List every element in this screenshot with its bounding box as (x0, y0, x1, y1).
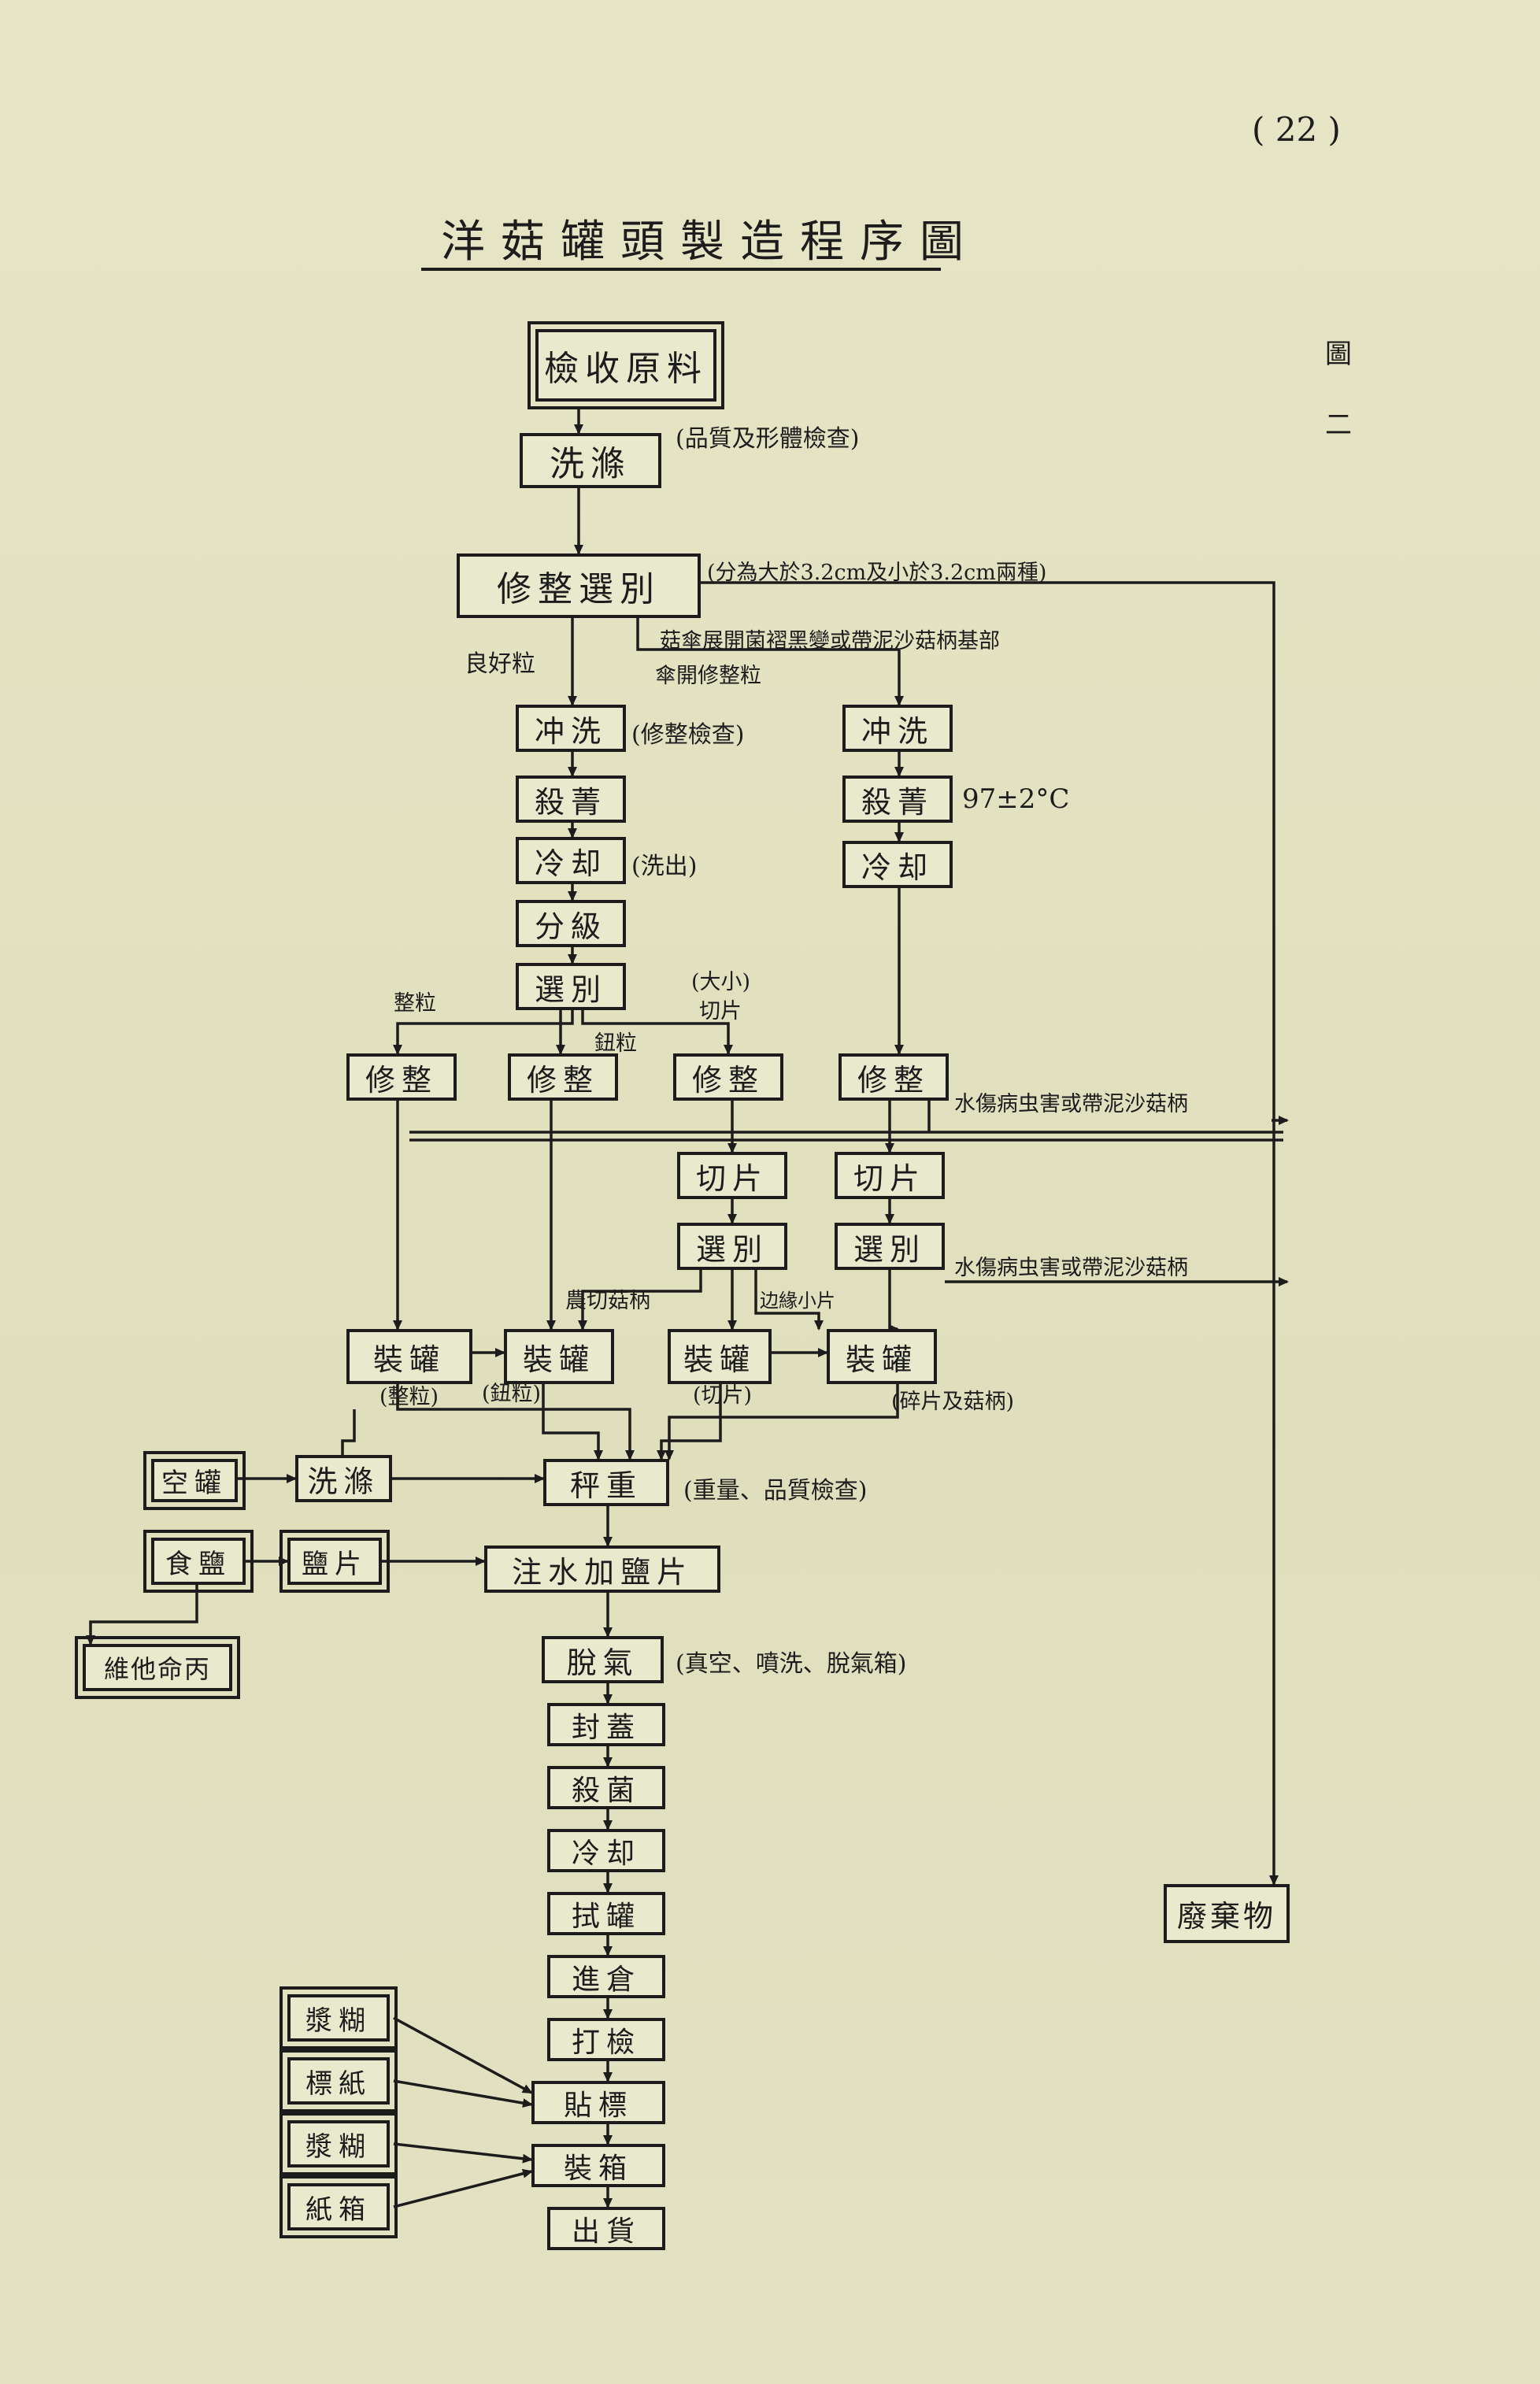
note-defect-side-1: 水傷病虫害或帶泥沙菇柄 (954, 1092, 1188, 1116)
box-paste-2: 漿糊 (279, 2112, 398, 2175)
box-label-paper: 標紙 (279, 2049, 398, 2112)
page-title: 洋菇罐頭製造程序圖 (441, 217, 979, 268)
note-fill-pieces: (碎片及菇柄) (891, 1390, 1015, 1414)
note-size: (大小) (691, 970, 751, 994)
note-blanch-temp: 97±2°C (962, 783, 1070, 815)
note-sliced: 切片 (699, 999, 742, 1024)
box-cool-other: 冷却 (842, 841, 953, 888)
box-rinse-other: 冲洗 (842, 705, 953, 752)
box-fill-button: 裝罐 (504, 1329, 614, 1384)
box-select-good: 選別 (516, 963, 626, 1010)
figure-label: 圖 二 (1325, 319, 1352, 461)
box-ship: 出貨 (547, 2207, 665, 2250)
note-size-split: (分為大於3.2cm及小於3.2cm兩種) (707, 561, 1047, 585)
box-seal: 封蓋 (547, 1703, 665, 1746)
box-salt: 食鹽 (143, 1530, 254, 1593)
box-trim-slice: 修整 (673, 1053, 783, 1101)
box-wash-can: 洗滌 (295, 1455, 392, 1502)
box-fill-whole: 裝罐 (346, 1329, 472, 1384)
title-underline (421, 268, 941, 271)
note-opened-trim: 傘開修整粒 (655, 664, 761, 688)
note-exhaust: (真空、噴洗、脫氣箱) (676, 1650, 907, 1678)
note-weigh-check: (重量、品質檢查) (683, 1477, 868, 1505)
figure-label-line2: 二 (1325, 409, 1352, 441)
box-grade: 分級 (516, 900, 626, 947)
note-stem-cut: 農切菇柄 (565, 1289, 650, 1313)
box-wipe-can: 拭罐 (547, 1892, 665, 1935)
box-blanch-good: 殺菁 (516, 776, 626, 823)
note-fill-whole: (整粒) (379, 1385, 439, 1409)
box-trim-whole: 修整 (346, 1053, 457, 1101)
box-trim-other: 修整 (838, 1053, 949, 1101)
page-number: ( 22 ) (1252, 110, 1341, 149)
box-blanch-other: 殺菁 (842, 776, 953, 823)
box-case-pack: 裝箱 (531, 2144, 665, 2187)
box-cut-slice-2: 切片 (835, 1152, 945, 1199)
box-warehouse: 進倉 (547, 1955, 665, 1998)
box-trim-button: 修整 (508, 1053, 618, 1101)
note-fill-slice: (切片) (693, 1383, 753, 1408)
box-inspect: 打檢 (547, 2018, 665, 2061)
box-sterilize: 殺菌 (547, 1766, 665, 1809)
note-fill-button: (鈕粒) (482, 1382, 542, 1406)
box-exhaust: 脫氣 (542, 1636, 664, 1683)
figure-label-line1: 圖 (1325, 339, 1352, 370)
note-whole: 整粒 (394, 991, 436, 1016)
note-defect: 菇傘展開菌褶黑變或帶泥沙菇柄基部 (660, 629, 1000, 653)
box-weigh: 秤重 (543, 1459, 669, 1506)
box-wash: 洗滌 (520, 433, 661, 488)
box-waste: 廢棄物 (1164, 1884, 1290, 1943)
note-edge-slice: 边緣小片 (760, 1290, 835, 1312)
box-cut-slice-1: 切片 (677, 1152, 787, 1199)
box-brine: 注水加鹽片 (484, 1546, 720, 1593)
box-salt-tablet: 鹽片 (279, 1530, 390, 1593)
note-good-grain: 良好粒 (465, 650, 535, 678)
box-label-apply: 貼標 (531, 2081, 665, 2124)
box-rinse-good: 冲洗 (516, 705, 626, 752)
note-trim-check: (修整檢查) (631, 721, 745, 749)
box-cool-good: 冷却 (516, 837, 626, 884)
note-button: 鈕粒 (594, 1031, 637, 1056)
box-receive: 檢收原料 (528, 321, 724, 409)
box-trim-select: 修整選別 (457, 553, 701, 618)
note-defect-side-2: 水傷病虫害或帶泥沙菇柄 (954, 1256, 1188, 1280)
note-wash-out: (洗出) (631, 853, 698, 880)
note-quality-check: (品質及形體檢查) (676, 425, 860, 453)
box-fill-pieces: 裝罐 (827, 1329, 937, 1384)
box-vitamin: 維他命丙 (75, 1636, 240, 1699)
box-paste-1: 漿糊 (279, 1986, 398, 2049)
box-cool-can: 冷却 (547, 1829, 665, 1872)
box-select-slice-1: 選別 (677, 1223, 787, 1270)
box-empty-can: 空罐 (143, 1451, 246, 1510)
box-fill-slice: 裝罐 (668, 1329, 772, 1384)
box-carton: 紙箱 (279, 2175, 398, 2238)
box-select-slice-2: 選別 (835, 1223, 945, 1270)
